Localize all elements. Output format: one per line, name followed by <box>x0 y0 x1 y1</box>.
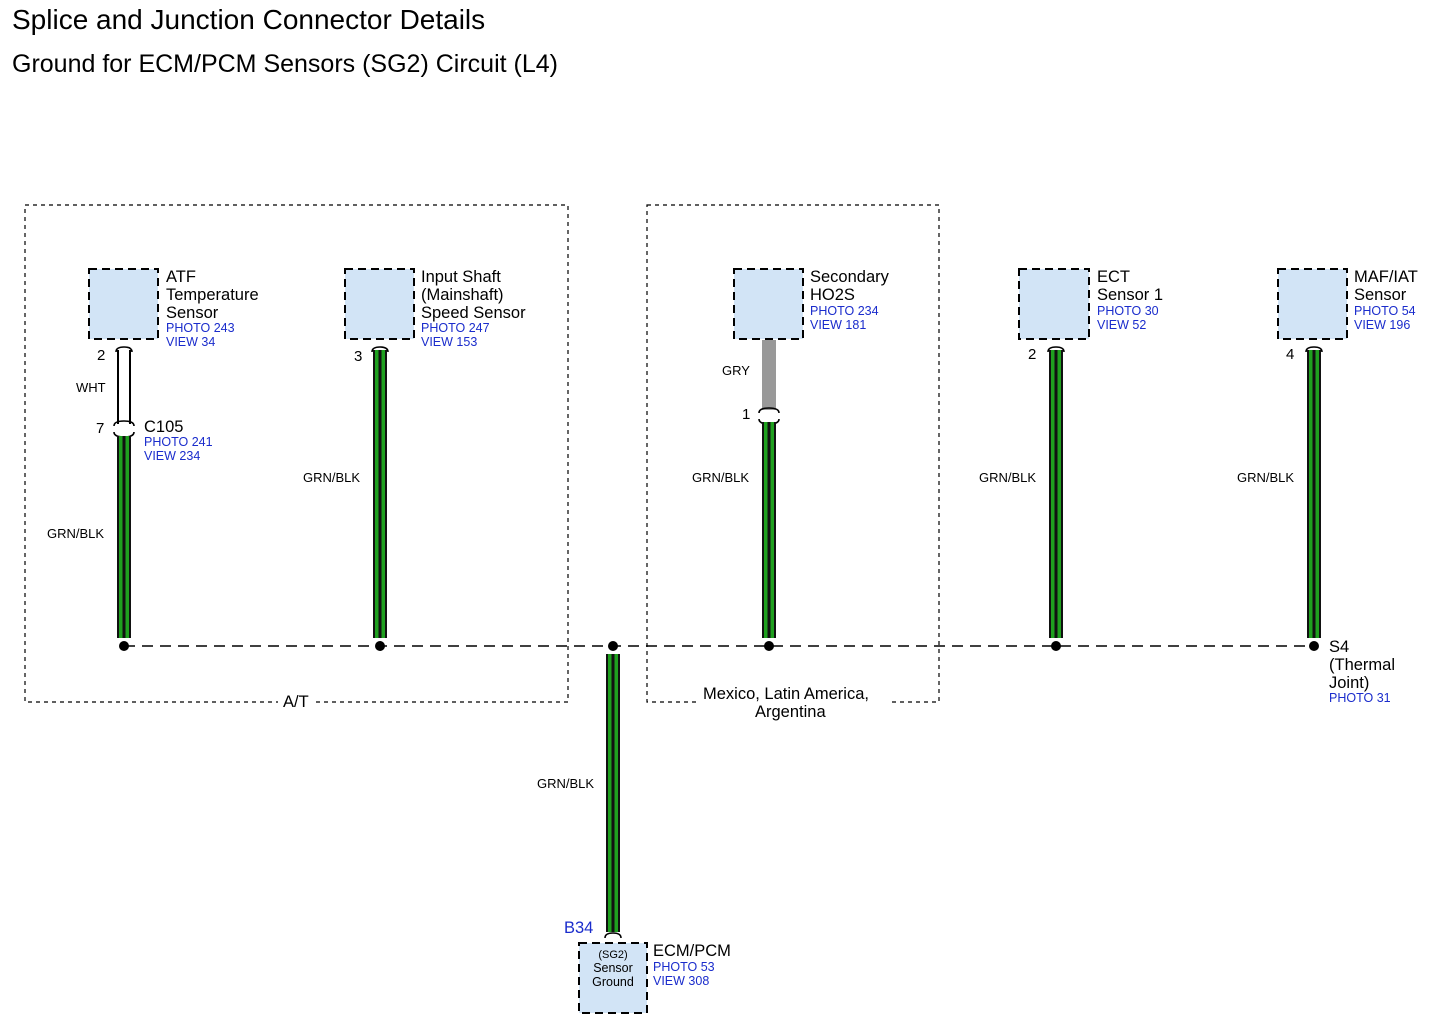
ho2s-grnblk-wire <box>762 422 776 638</box>
input-splice-dot <box>375 641 385 651</box>
atf-view-ref[interactable]: VIEW 34 <box>166 335 215 349</box>
input-sensor-box <box>344 268 415 340</box>
region-at-label: A/T <box>283 693 309 711</box>
s4-photo-ref[interactable]: PHOTO 31 <box>1329 691 1391 705</box>
maf-grnblk-label: GRN/BLK <box>1237 470 1294 485</box>
input-sensor-label-3: Speed Sensor <box>421 304 526 322</box>
trunk-splice-dot <box>608 641 618 651</box>
gry-wire <box>762 340 776 410</box>
page-subtitle: Ground for ECM/PCM Sensors (SG2) Circuit… <box>12 50 558 78</box>
ho2s-label-2: HO2S <box>810 286 855 304</box>
input-view-ref[interactable]: VIEW 153 <box>421 335 477 349</box>
input-grnblk-wire <box>373 350 387 638</box>
atf-grnblk-wire <box>117 436 131 638</box>
atf-sensor-label-3: Sensor <box>166 304 219 322</box>
c105-pin-number: 7 <box>96 420 104 437</box>
atf-sensor-label-2: Temperature <box>166 286 259 304</box>
ecm-grnblk-label: GRN/BLK <box>537 776 594 791</box>
ect-connector-mark <box>1047 346 1065 353</box>
page-title: Splice and Junction Connector Details <box>12 4 486 35</box>
c105-label: C105 <box>144 418 183 436</box>
gry-wire-label: GRY <box>722 363 750 378</box>
input-connector-mark <box>371 346 389 353</box>
atf-grnblk-label: GRN/BLK <box>47 526 104 541</box>
ecm-box <box>578 942 648 1014</box>
ecm-connector-mark <box>604 932 622 939</box>
atf-photo-ref[interactable]: PHOTO 243 <box>166 321 235 335</box>
ect-photo-ref[interactable]: PHOTO 30 <box>1097 304 1159 318</box>
atf-sensor-box <box>88 268 159 340</box>
ecm-grnblk-wire <box>606 654 620 932</box>
ecm-box-line-3: Ground <box>592 975 634 989</box>
ect-view-ref[interactable]: VIEW 52 <box>1097 318 1146 332</box>
ect-label-2: Sensor 1 <box>1097 286 1163 304</box>
ho2s-sensor-box <box>733 268 804 340</box>
ho2s-grnblk-label: GRN/BLK <box>692 470 749 485</box>
ho2s-photo-ref[interactable]: PHOTO 234 <box>810 304 879 318</box>
ho2s-splice-dot <box>764 641 774 651</box>
maf-grnblk-wire <box>1307 350 1321 638</box>
s4-label-2: (Thermal <box>1329 656 1395 674</box>
maf-pin-number: 4 <box>1286 346 1294 363</box>
ho2s-connector-mark <box>758 407 780 425</box>
input-photo-ref[interactable]: PHOTO 247 <box>421 321 490 335</box>
s4-label-1: S4 <box>1329 638 1349 656</box>
c105-photo-ref[interactable]: PHOTO 241 <box>144 435 213 449</box>
atf-sensor-label-1: ATF <box>166 268 196 286</box>
atf-pin-number: 2 <box>97 347 105 364</box>
ho2s-connector-pin: 1 <box>742 406 750 423</box>
ect-grnblk-wire <box>1049 350 1063 638</box>
ho2s-view-ref[interactable]: VIEW 181 <box>810 318 866 332</box>
ecm-connector-id: B34 <box>564 919 593 937</box>
maf-label-1: MAF/IAT <box>1354 268 1418 286</box>
ect-sensor-box <box>1018 268 1090 340</box>
input-sensor-label-1: Input Shaft <box>421 268 501 286</box>
maf-photo-ref[interactable]: PHOTO 54 <box>1354 304 1416 318</box>
ect-splice-dot <box>1051 641 1061 651</box>
atf-splice-dot <box>119 641 129 651</box>
ect-grnblk-label: GRN/BLK <box>979 470 1036 485</box>
ecm-photo-ref[interactable]: PHOTO 53 <box>653 960 715 974</box>
ecm-label: ECM/PCM <box>653 942 731 960</box>
ect-pin-number: 2 <box>1028 346 1036 363</box>
region-mexico-label-1: Mexico, Latin America, <box>703 685 869 703</box>
maf-connector-mark <box>1305 346 1323 353</box>
atf-connector-mark <box>115 346 133 353</box>
maf-label-2: Sensor <box>1354 286 1407 304</box>
wht-wire-label: WHT <box>76 380 106 395</box>
ecm-view-ref[interactable]: VIEW 308 <box>653 974 709 988</box>
ho2s-label-1: Secondary <box>810 268 890 286</box>
ect-label-1: ECT <box>1097 268 1130 286</box>
region-mexico-label-2: Argentina <box>755 703 826 721</box>
s4-label-3: Joint) <box>1329 674 1369 692</box>
maf-sensor-box <box>1277 268 1348 340</box>
input-grnblk-label: GRN/BLK <box>303 470 360 485</box>
s4-splice-dot <box>1309 641 1319 651</box>
region-mexico <box>646 204 940 703</box>
ecm-box-line-2: Sensor <box>593 961 633 975</box>
c105-view-ref[interactable]: VIEW 234 <box>144 449 200 463</box>
input-sensor-label-2: (Mainshaft) <box>421 286 504 304</box>
ecm-box-line-1: (SG2) <box>598 949 627 961</box>
maf-view-ref[interactable]: VIEW 196 <box>1354 318 1410 332</box>
input-pin-number: 3 <box>354 348 362 365</box>
